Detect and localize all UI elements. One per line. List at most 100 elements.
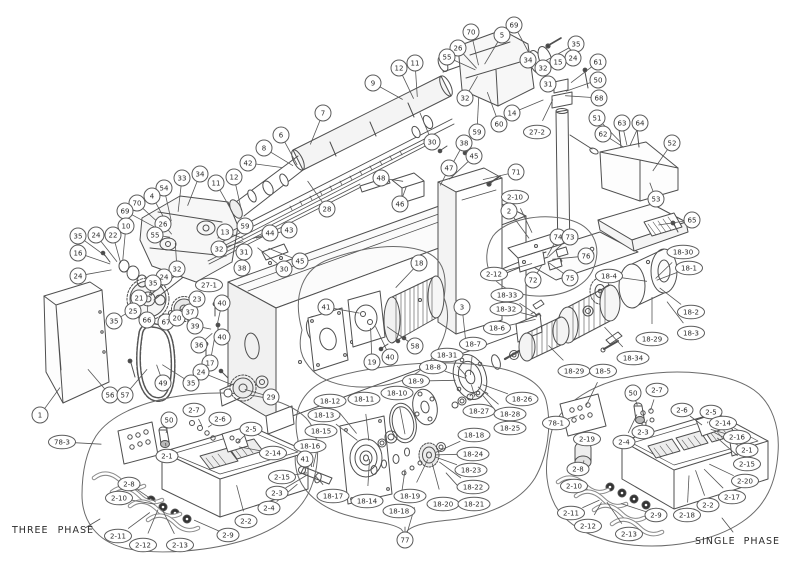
balloon-outline [87,226,105,244]
balloon-outline [317,298,335,316]
callout-balloon: 62 [594,125,612,143]
loose-fasteners-part [127,358,133,364]
leader-line [83,239,106,257]
leader-line [365,413,370,441]
balloon-label: 35 [149,279,158,287]
stand-column-part [569,134,593,150]
balloon-label: 32 [461,94,470,102]
leader-line [476,97,480,126]
leader-line [122,232,126,260]
single-phase-cluster-part [592,504,646,522]
balloon-outline [350,493,384,509]
balloon-label: 30 [280,265,289,273]
balloon-label: 24 [160,273,169,281]
balloon-outline [391,195,409,213]
balloon-outline [465,147,483,165]
carriage-bracket-part [279,256,283,260]
balloon-label: 63 [618,119,627,127]
left-cabinet-part [43,289,103,404]
callout-balloon: 2-7 [645,382,669,398]
leader-line [604,326,624,348]
leader-line [131,499,156,505]
leader-line [309,119,321,145]
balloon-outline [69,227,87,245]
leader-line [386,326,410,343]
leader-line [207,424,213,428]
balloon-outline [507,163,525,181]
callout-balloon: 18-18 [382,503,416,519]
leader-line [717,437,738,457]
balloon-outline [733,456,761,472]
leader-line [219,188,233,213]
pedal-bracket [486,216,598,297]
three-phase-cluster-part [229,435,235,441]
leader-line [193,519,220,532]
callout-balloon: 2-16 [723,429,751,445]
three-phase-cluster-part [160,440,170,448]
three-phase-cluster-part [197,425,203,431]
leader-line [650,399,655,411]
middle-cluster-part [379,440,385,446]
callout-balloon: 18-13 [307,407,341,423]
stand-column-part [555,108,569,114]
callout-balloon: 15 [549,53,567,71]
balloon-outline [257,500,281,516]
balloon-outline [155,448,179,464]
balloon-label: 18-5 [595,367,611,375]
headstock-part [196,220,216,236]
balloon-label: 76 [582,252,591,260]
callout-balloon: 57 [116,386,134,404]
motor-exploded-part [657,259,671,283]
balloon-outline [117,476,141,492]
leader-line [236,485,244,512]
balloon-label: 72 [529,276,538,284]
balloon-label: 48 [377,174,386,182]
balloon-outline [146,226,164,244]
balloon-label: 78-1 [548,419,564,427]
leader-line [74,442,102,445]
leader-line [332,307,360,314]
balloon-label: 35 [74,232,83,240]
balloon-label: 18-34 [623,354,644,362]
leader-line [472,38,479,66]
leader-line [269,151,294,167]
balloon-outline [577,247,595,265]
leader-line [516,31,531,56]
balloon-outline [542,415,570,431]
balloon-outline [380,385,414,401]
balloon-label: 2-18 [679,511,695,519]
callout-balloon: 18-1 [675,260,703,276]
balloon-outline [675,260,703,276]
middle-cluster-part [387,433,395,441]
balloon-label: 27-2 [529,128,545,136]
callout-balloon: 14 [503,104,521,122]
balloon-label: 59 [473,128,482,136]
balloon-label: 2-14 [265,449,281,457]
balloon-label: 2-2 [702,501,713,509]
balloon-label: 18-8 [425,363,441,371]
balloon-outline [589,363,617,379]
leader-line [201,326,212,330]
callout-balloon: 18-29 [557,363,591,379]
balloon-outline [188,290,206,308]
callout-balloon: 58 [406,337,424,355]
balloon-outline [182,374,200,392]
leader-line [482,384,509,395]
chip-guard-part [599,141,679,202]
motor-exploded-part [477,361,483,367]
balloon-label: 55 [151,231,160,239]
middle-cluster-part [420,400,430,414]
balloon-label: 40 [218,333,227,341]
balloon-label: 47 [445,164,454,172]
leader-line [156,364,162,377]
balloon-outline [631,114,649,132]
balloon-label: 69 [510,21,519,29]
leader-line [99,240,118,262]
leader-line [462,52,477,69]
balloon-label: 18-21 [464,500,484,508]
balloon-label: 15 [554,58,563,66]
balloon-label: 42 [244,159,253,167]
balloon-label: 25 [129,307,138,315]
leader-line [486,91,497,118]
